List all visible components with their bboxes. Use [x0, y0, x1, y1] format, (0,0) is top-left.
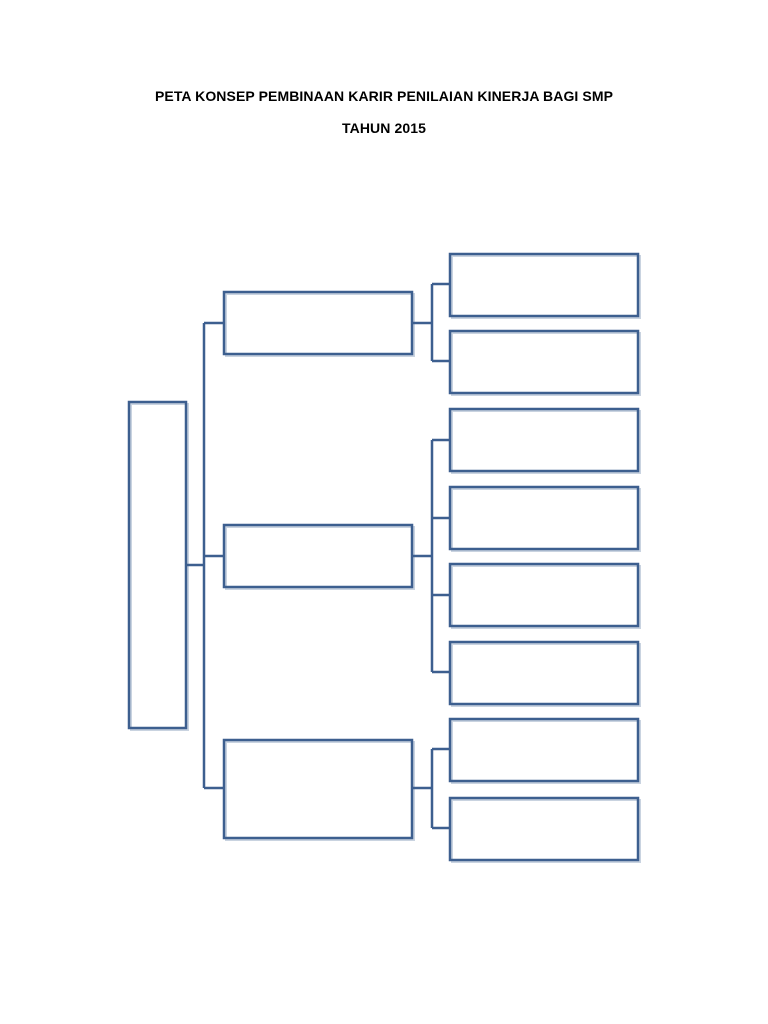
root-node	[127, 400, 189, 731]
leaf-node-2-3	[448, 562, 641, 629]
leaf-node-1-1	[448, 252, 641, 319]
branch-node-3	[222, 738, 415, 841]
leaf-node-2-1	[448, 407, 641, 474]
leaf-node-2-4	[448, 640, 641, 707]
leaf-node-3-2	[448, 796, 641, 863]
leaf-node-1-2	[448, 329, 641, 396]
branch-node-2	[222, 523, 415, 590]
branch-node-1	[222, 290, 415, 357]
leaf-node-3-1	[448, 717, 641, 784]
page-title: PETA KONSEP PEMBINAAN KARIR PENILAIAN KI…	[154, 88, 614, 104]
leaf-node-2-2	[448, 485, 641, 552]
page-subtitle: TAHUN 2015	[342, 120, 426, 136]
